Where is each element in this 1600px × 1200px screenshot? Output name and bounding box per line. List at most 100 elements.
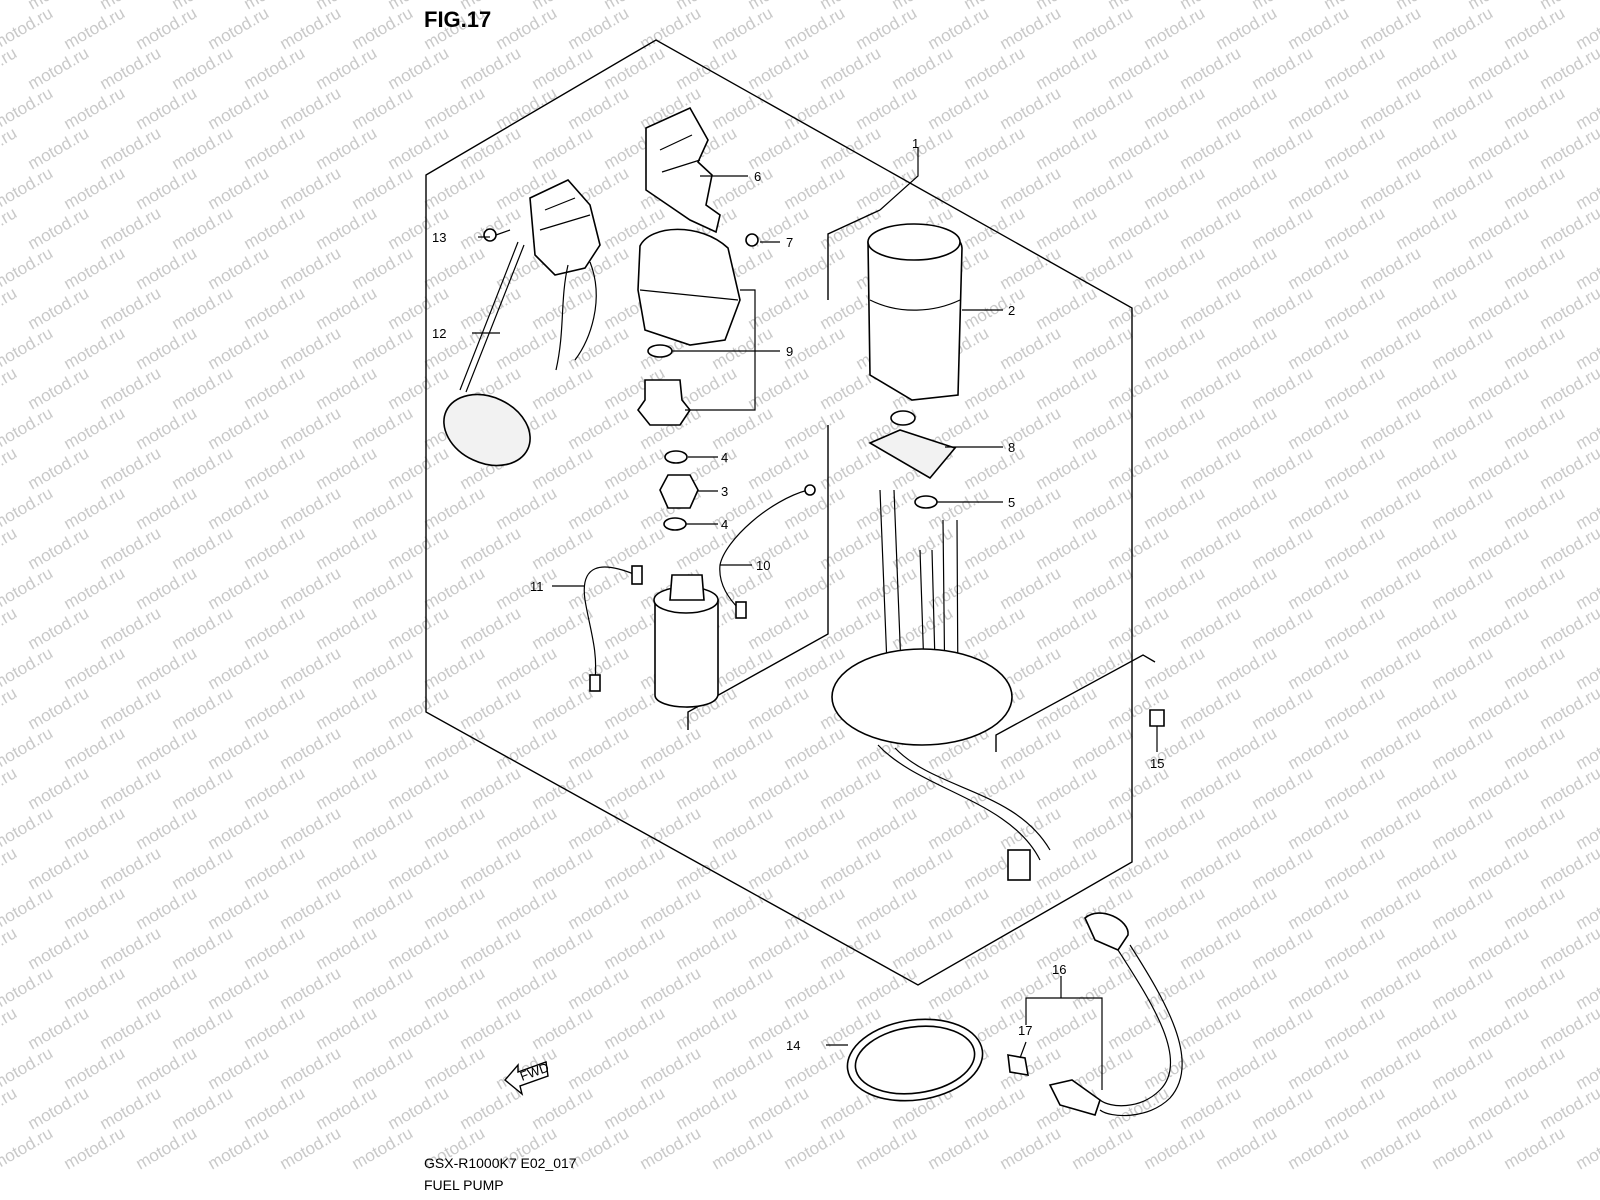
watermark-text: motod.ru xyxy=(205,1043,273,1093)
watermark-text: motod.ru xyxy=(637,963,705,1013)
watermark-text: motod.ru xyxy=(1069,3,1137,53)
watermark-text: motod.ru xyxy=(25,283,93,333)
bolt-part-15 xyxy=(1149,709,1165,727)
watermark-text: motod.ru xyxy=(1501,323,1569,373)
watermark-text: motod.ru xyxy=(1249,1083,1317,1133)
watermark-text: motod.ru xyxy=(1213,83,1281,133)
watermark-text: motod.ru xyxy=(1249,203,1317,253)
watermark-text: motod.ru xyxy=(1105,523,1173,573)
watermark-text: motod.ru xyxy=(1177,523,1245,573)
watermark-text: motod.ru xyxy=(1069,563,1137,613)
watermark-text: motod.ru xyxy=(1501,483,1569,533)
watermark-text: motod.ru xyxy=(133,83,201,133)
callout-6: 6 xyxy=(754,169,761,184)
watermark-text: motod.ru xyxy=(565,963,633,1013)
watermark-text: motod.ru xyxy=(709,83,777,133)
base-plate-assembly xyxy=(831,489,1051,881)
watermark-text: motod.ru xyxy=(133,163,201,213)
watermark-text: motod.ru xyxy=(1465,523,1533,573)
watermark-text: motod.ru xyxy=(313,523,381,573)
watermark-text: motod.ru xyxy=(1213,243,1281,293)
watermark-text: motod.ru xyxy=(421,643,489,693)
watermark-text: motod.ru xyxy=(961,203,1029,253)
watermark-text: motod.ru xyxy=(673,523,741,573)
watermark-text: motod.ru xyxy=(421,563,489,613)
watermark-text: motod.ru xyxy=(781,3,849,53)
watermark-text: motod.ru xyxy=(349,1043,417,1093)
fuel-pump-motor xyxy=(653,574,719,708)
watermark-text: motod.ru xyxy=(169,923,237,973)
watermark-text: motod.ru xyxy=(169,523,237,573)
watermark-text: motod.ru xyxy=(205,723,273,773)
watermark-text: motod.ru xyxy=(781,163,849,213)
watermark-text: motod.ru xyxy=(673,1003,741,1053)
watermark-text: motod.ru xyxy=(1177,363,1245,413)
watermark-text: motod.ru xyxy=(1033,443,1101,493)
pump-housing-cap xyxy=(637,228,741,346)
watermark-text: motod.ru xyxy=(493,83,561,133)
watermark-text: motod.ru xyxy=(169,1083,237,1133)
watermark-text: motod.ru xyxy=(925,483,993,533)
watermark-text: motod.ru xyxy=(457,923,525,973)
watermark-text: motod.ru xyxy=(1501,1123,1569,1173)
watermark-text: motod.ru xyxy=(1177,763,1245,813)
watermark-text: motod.ru xyxy=(601,1003,669,1053)
watermark-text: motod.ru xyxy=(1105,1083,1173,1133)
watermark-text: motod.ru xyxy=(889,523,957,573)
watermark-text: motod.ru xyxy=(349,1123,417,1173)
watermark-text: motod.ru xyxy=(0,1123,56,1173)
watermark-text: motod.ru xyxy=(673,923,741,973)
watermark-text: motod.ru xyxy=(565,883,633,933)
watermark-text: motod.ru xyxy=(925,3,993,53)
watermark-text: motod.ru xyxy=(313,763,381,813)
watermark-text: motod.ru xyxy=(745,1083,813,1133)
watermark-text: motod.ru xyxy=(925,803,993,853)
watermark-text: motod.ru xyxy=(1357,643,1425,693)
watermark-text: motod.ru xyxy=(1501,563,1569,613)
callout-16: 16 xyxy=(1052,962,1066,977)
watermark-text: motod.ru xyxy=(1357,483,1425,533)
watermark-text: motod.ru xyxy=(1537,923,1600,973)
watermark-text: motod.ru xyxy=(1393,603,1461,653)
assembly-frame xyxy=(425,39,1156,986)
watermark-text: motod.ru xyxy=(529,523,597,573)
watermark-text: motod.ru xyxy=(1465,603,1533,653)
watermark-text: motod.ru xyxy=(853,83,921,133)
watermark-text: motod.ru xyxy=(1393,203,1461,253)
watermark-text: motod.ru xyxy=(97,603,165,653)
screw-part-13 xyxy=(483,228,511,242)
watermark-text: motod.ru xyxy=(997,3,1065,53)
watermark-text: motod.ru xyxy=(1357,403,1425,453)
watermark-text: motod.ru xyxy=(781,883,849,933)
callout-8: 8 xyxy=(1008,440,1015,455)
watermark-text: motod.ru xyxy=(781,963,849,1013)
watermark-text: motod.ru xyxy=(277,483,345,533)
watermark-text: motod.ru xyxy=(925,883,993,933)
watermark-text: motod.ru xyxy=(493,323,561,373)
watermark-text: motod.ru xyxy=(745,523,813,573)
watermark-text: motod.ru xyxy=(565,323,633,373)
watermark-text: motod.ru xyxy=(1465,763,1533,813)
watermark-text: motod.ru xyxy=(421,803,489,853)
watermark-text: motod.ru xyxy=(313,603,381,653)
watermark-text: motod.ru xyxy=(1177,443,1245,493)
watermark-text: motod.ru xyxy=(457,763,525,813)
watermark-text: motod.ru xyxy=(133,803,201,853)
watermark-text: motod.ru xyxy=(853,803,921,853)
watermark-text: motod.ru xyxy=(1357,563,1425,613)
watermark-text: motod.ru xyxy=(241,43,309,93)
watermark-text: motod.ru xyxy=(1141,163,1209,213)
watermark-text: motod.ru xyxy=(1465,203,1533,253)
watermark-text: motod.ru xyxy=(1321,123,1389,173)
watermark-text: motod.ru xyxy=(133,323,201,373)
watermark-text: motod.ru xyxy=(277,1043,345,1093)
watermark-text: motod.ru xyxy=(205,83,273,133)
watermark-text: motod.ru xyxy=(1321,843,1389,893)
watermark-text: motod.ru xyxy=(1429,323,1497,373)
watermark-text: motod.ru xyxy=(61,1043,129,1093)
watermark-text: motod.ru xyxy=(169,1003,237,1053)
watermark-text: motod.ru xyxy=(277,883,345,933)
watermark-text: motod.ru xyxy=(637,883,705,933)
watermark-text: motod.ru xyxy=(1213,483,1281,533)
